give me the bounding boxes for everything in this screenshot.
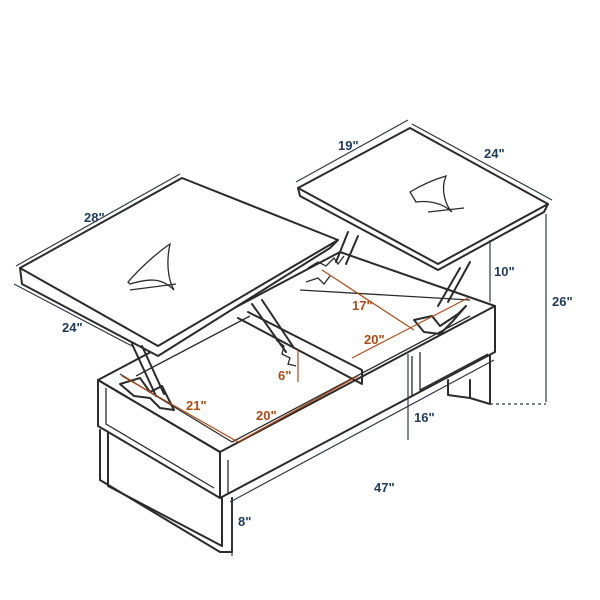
label-bottom-gap: 8" [238,514,251,529]
label-right-bin-width: 20" [364,332,385,347]
left-lift-top [19,177,339,397]
label-left-bin-depth: 6" [278,368,291,383]
label-total-height: 26" [552,294,573,309]
label-right-top-depth: 24" [484,146,505,161]
label-left-bin-width: 20" [256,408,277,423]
label-shelf-height: 16" [414,410,435,425]
label-left-top-depth: 24" [62,320,83,335]
outer-dimension-labels: 28" 24" 19" 24" 10" 26" 47" 8" 16" [62,138,573,529]
right-lift-top [297,127,549,307]
label-lift-height: 10" [494,264,515,279]
label-left-bin-length: 21" [186,398,207,413]
label-left-top-length: 28" [84,210,105,225]
label-table-length: 47" [374,480,395,495]
label-right-top-width: 19" [338,138,359,153]
inner-dimension-lines [121,269,469,443]
label-right-bin-length: 17" [352,298,373,313]
break-marks [119,305,467,411]
table-body [97,251,496,499]
inner-dimension-labels: 21" 20" 6" 17" 20" [186,298,385,423]
outer-dimension-lines [13,119,553,556]
